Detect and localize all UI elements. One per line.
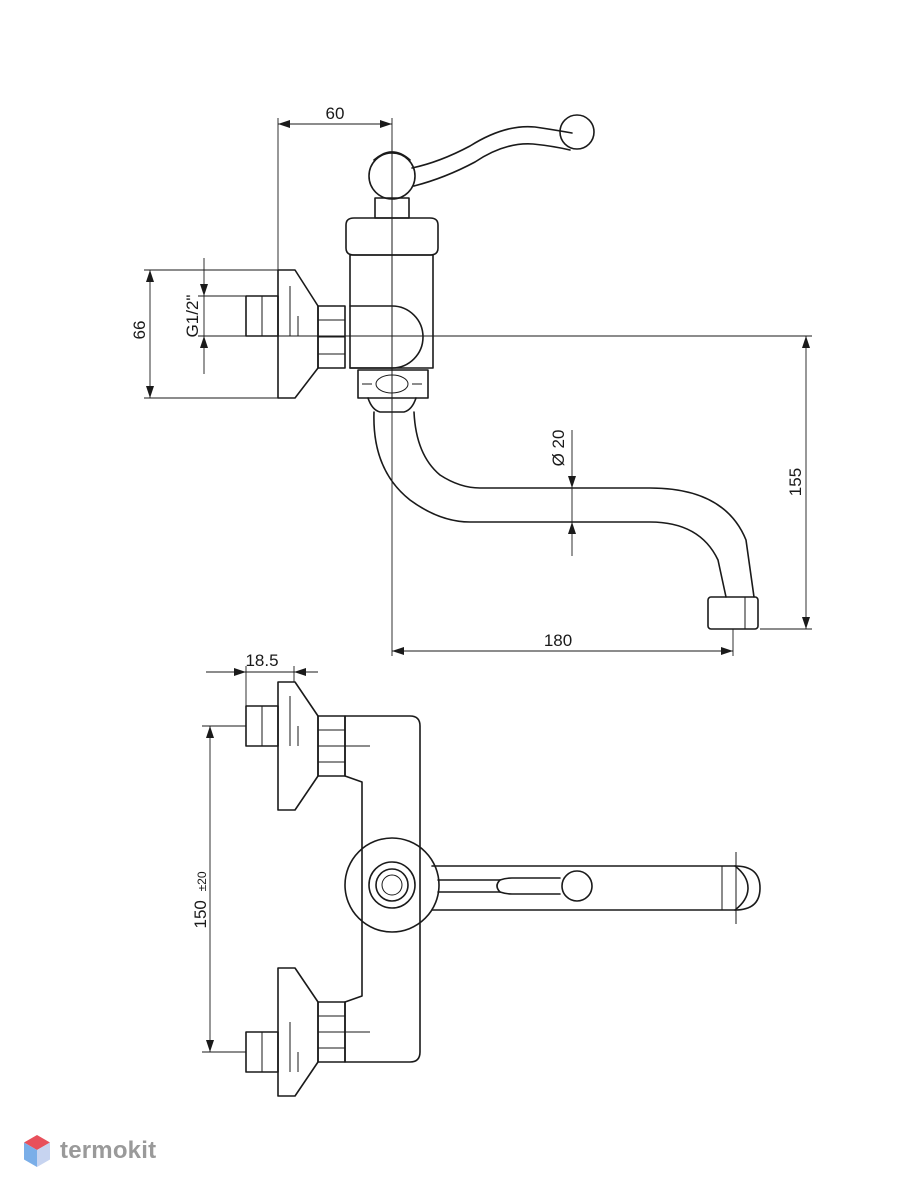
dim-thread: G1/2" xyxy=(183,295,202,338)
lever-top xyxy=(437,877,561,881)
dim-180: 180 xyxy=(544,631,572,650)
front-view xyxy=(245,681,761,1097)
front-dimensions: 18.5 150 ±20 xyxy=(191,651,318,1053)
lever-top-ball xyxy=(561,870,593,902)
dim-pipe-diameter: Ø 20 xyxy=(549,430,568,467)
valve-round xyxy=(344,837,440,933)
dim-60: 60 xyxy=(326,104,345,123)
spout-outer xyxy=(373,411,727,598)
dim-18-5: 18.5 xyxy=(245,651,278,670)
spout-top xyxy=(431,865,761,911)
cube-icon xyxy=(24,1135,50,1167)
hex-nut xyxy=(317,305,346,369)
dim-66: 66 xyxy=(130,321,149,340)
dim-150-value: 150 xyxy=(191,900,210,928)
brand-name: termokit xyxy=(60,1137,157,1164)
valve-cap xyxy=(345,217,439,256)
spout-inner xyxy=(413,411,755,598)
brand-logo: termokit xyxy=(22,1134,156,1168)
side-view xyxy=(245,114,812,630)
aerator xyxy=(707,596,759,630)
dim-155: 155 xyxy=(786,468,805,496)
lower-flange xyxy=(277,967,319,1097)
side-dimensions: 60 66 G1/2" Ø 20 155 180 xyxy=(130,104,812,656)
diverter-ring xyxy=(357,369,429,399)
dim-150: 150 ±20 xyxy=(191,871,210,928)
lever-handle xyxy=(411,125,573,169)
mixer-body xyxy=(344,715,421,1063)
dim-150-tolerance: ±20 xyxy=(195,871,209,891)
lever-ball xyxy=(559,114,595,150)
